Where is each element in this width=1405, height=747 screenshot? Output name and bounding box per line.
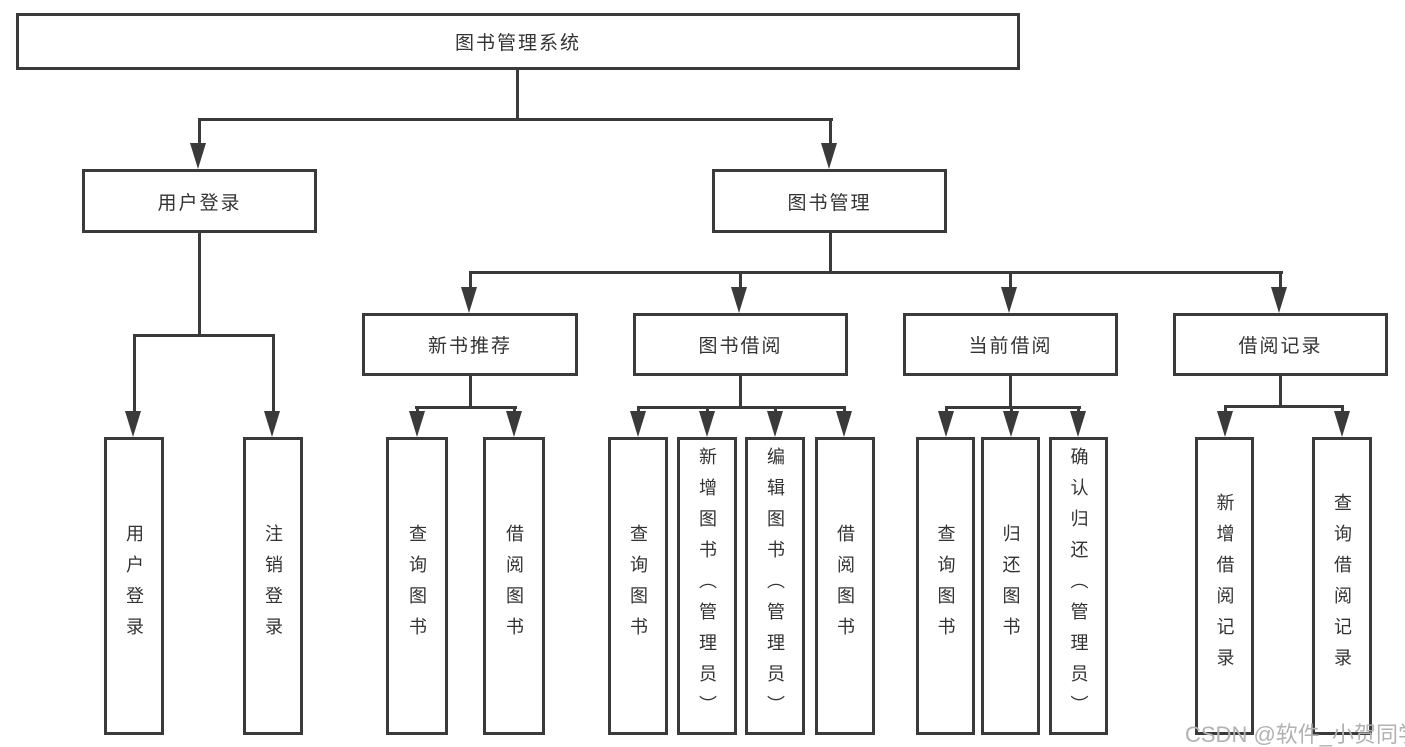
node-library-system: 图书管理系统: [16, 13, 1020, 70]
connector-to-leaf: [1224, 405, 1227, 413]
node-label: 新书推荐: [427, 336, 512, 357]
connector-to-leaf: [133, 334, 136, 413]
connector-user-login-stem: [198, 233, 201, 337]
arrowhead-down: [506, 411, 522, 437]
connector-current-stem: [1009, 376, 1012, 409]
connector-root-stem: [516, 69, 519, 121]
connector-root-split: [198, 118, 833, 121]
leaf-nbr-borrow-books: 借阅图书: [483, 437, 545, 735]
node-label: 用户登录: [157, 192, 242, 214]
node-book-borrowing: 图书借阅: [633, 313, 848, 376]
connector-to-leaf: [843, 406, 846, 413]
arrowhead-down: [409, 411, 425, 437]
leaf-label: 注销登录: [263, 524, 283, 648]
leaf-label: 用户登录: [124, 524, 144, 648]
leaf-br-add-record: 新增借阅记录: [1195, 437, 1254, 735]
leaf-bb-edit-books-admin: 编辑图书（管理员）: [745, 437, 805, 735]
connector-current-split: [945, 406, 1081, 409]
leaf-br-query-record: 查询借阅记录: [1312, 437, 1372, 735]
arrowhead-down: [125, 411, 141, 437]
leaf-label: 编辑图书（管理员）: [765, 446, 785, 726]
connector-user-login-split: [133, 334, 275, 337]
arrowhead-down: [264, 411, 280, 437]
arrowhead-down: [630, 411, 646, 437]
leaf-cb-return-books: 归还图书: [981, 437, 1040, 735]
leaf-label: 归还图书: [1000, 524, 1021, 648]
node-current-borrowing: 当前借阅: [903, 313, 1118, 376]
arrowhead-down: [767, 411, 783, 437]
connector-to-leaf: [1010, 406, 1013, 413]
connector-to-leaf: [272, 334, 275, 413]
leaf-nbr-query-books: 查询图书: [386, 437, 448, 735]
connector-to-records: [1279, 271, 1282, 289]
arrowhead-down: [461, 287, 477, 313]
connector-borrowing-stem: [739, 376, 742, 409]
arrowhead-down: [731, 287, 747, 313]
node-book-management: 图书管理: [712, 169, 947, 233]
connector-new-book-split: [415, 406, 517, 409]
leaf-label: 新增借阅记录: [1214, 493, 1235, 679]
arrowhead-down: [699, 411, 715, 437]
leaf-label: 借阅图书: [835, 524, 855, 648]
leaf-cb-query-books: 查询图书: [916, 437, 975, 735]
connector-new-book-stem: [469, 376, 472, 409]
leaf-label: 查询图书: [628, 524, 648, 648]
leaf-user-login: 用户登录: [104, 437, 164, 735]
arrowhead-down: [836, 411, 852, 437]
connector-to-leaf: [416, 406, 419, 413]
arrowhead-down: [938, 411, 954, 437]
node-user-login: 用户登录: [82, 169, 317, 233]
node-new-book-recommendation: 新书推荐: [362, 313, 578, 376]
leaf-label: 查询图书: [407, 524, 427, 648]
connector-book-mgmt-split: [469, 271, 1283, 274]
node-label: 图书管理系统: [454, 33, 581, 54]
connector-to-book-management: [829, 118, 832, 146]
arrowhead-down: [821, 143, 837, 169]
connector-records-split: [1224, 405, 1344, 408]
leaf-label: 确认归还（管理员）: [1068, 446, 1089, 726]
arrowhead-down: [1003, 411, 1019, 437]
leaf-logout: 注销登录: [243, 437, 303, 735]
arrowhead-down: [1271, 287, 1287, 313]
node-label: 图书借阅: [698, 336, 783, 357]
leaf-cb-confirm-return-admin: 确认归还（管理员）: [1049, 437, 1108, 735]
connector-to-leaf: [1341, 405, 1344, 413]
arrowhead-down: [1001, 287, 1017, 313]
arrowhead-down: [1334, 411, 1350, 437]
leaf-label: 新增图书（管理员）: [697, 446, 717, 726]
leaf-label: 借阅图书: [504, 524, 524, 648]
connector-borrowing-split: [637, 406, 846, 409]
connector-to-leaf: [637, 406, 640, 413]
arrowhead-down: [190, 143, 206, 169]
leaf-label: 查询图书: [935, 524, 956, 648]
node-borrowing-records: 借阅记录: [1173, 313, 1388, 376]
connector-to-leaf: [706, 406, 709, 413]
connector-to-current: [1009, 271, 1012, 289]
node-label: 图书管理: [787, 192, 872, 214]
connector-records-stem: [1279, 376, 1282, 407]
connector-to-borrowing: [739, 271, 742, 289]
node-label: 当前借阅: [968, 336, 1053, 357]
connector-to-user-login: [198, 118, 201, 146]
arrowhead-down: [1217, 411, 1233, 437]
connector-to-new-book: [469, 271, 472, 289]
csdn-watermark: CSDN @软件_小贺同学: [1185, 722, 1405, 747]
connector-to-leaf: [774, 406, 777, 413]
connector-to-leaf: [513, 406, 516, 413]
connector-to-leaf: [945, 406, 948, 413]
connector-book-mgmt-stem: [829, 233, 832, 274]
node-label: 借阅记录: [1238, 336, 1323, 357]
connector-to-leaf: [1077, 406, 1080, 413]
leaf-bb-borrow-books: 借阅图书: [815, 437, 875, 735]
arrowhead-down: [1070, 411, 1086, 437]
leaf-label: 查询借阅记录: [1332, 493, 1352, 679]
leaf-bb-add-books-admin: 新增图书（管理员）: [677, 437, 737, 735]
leaf-bb-query-books: 查询图书: [608, 437, 668, 735]
